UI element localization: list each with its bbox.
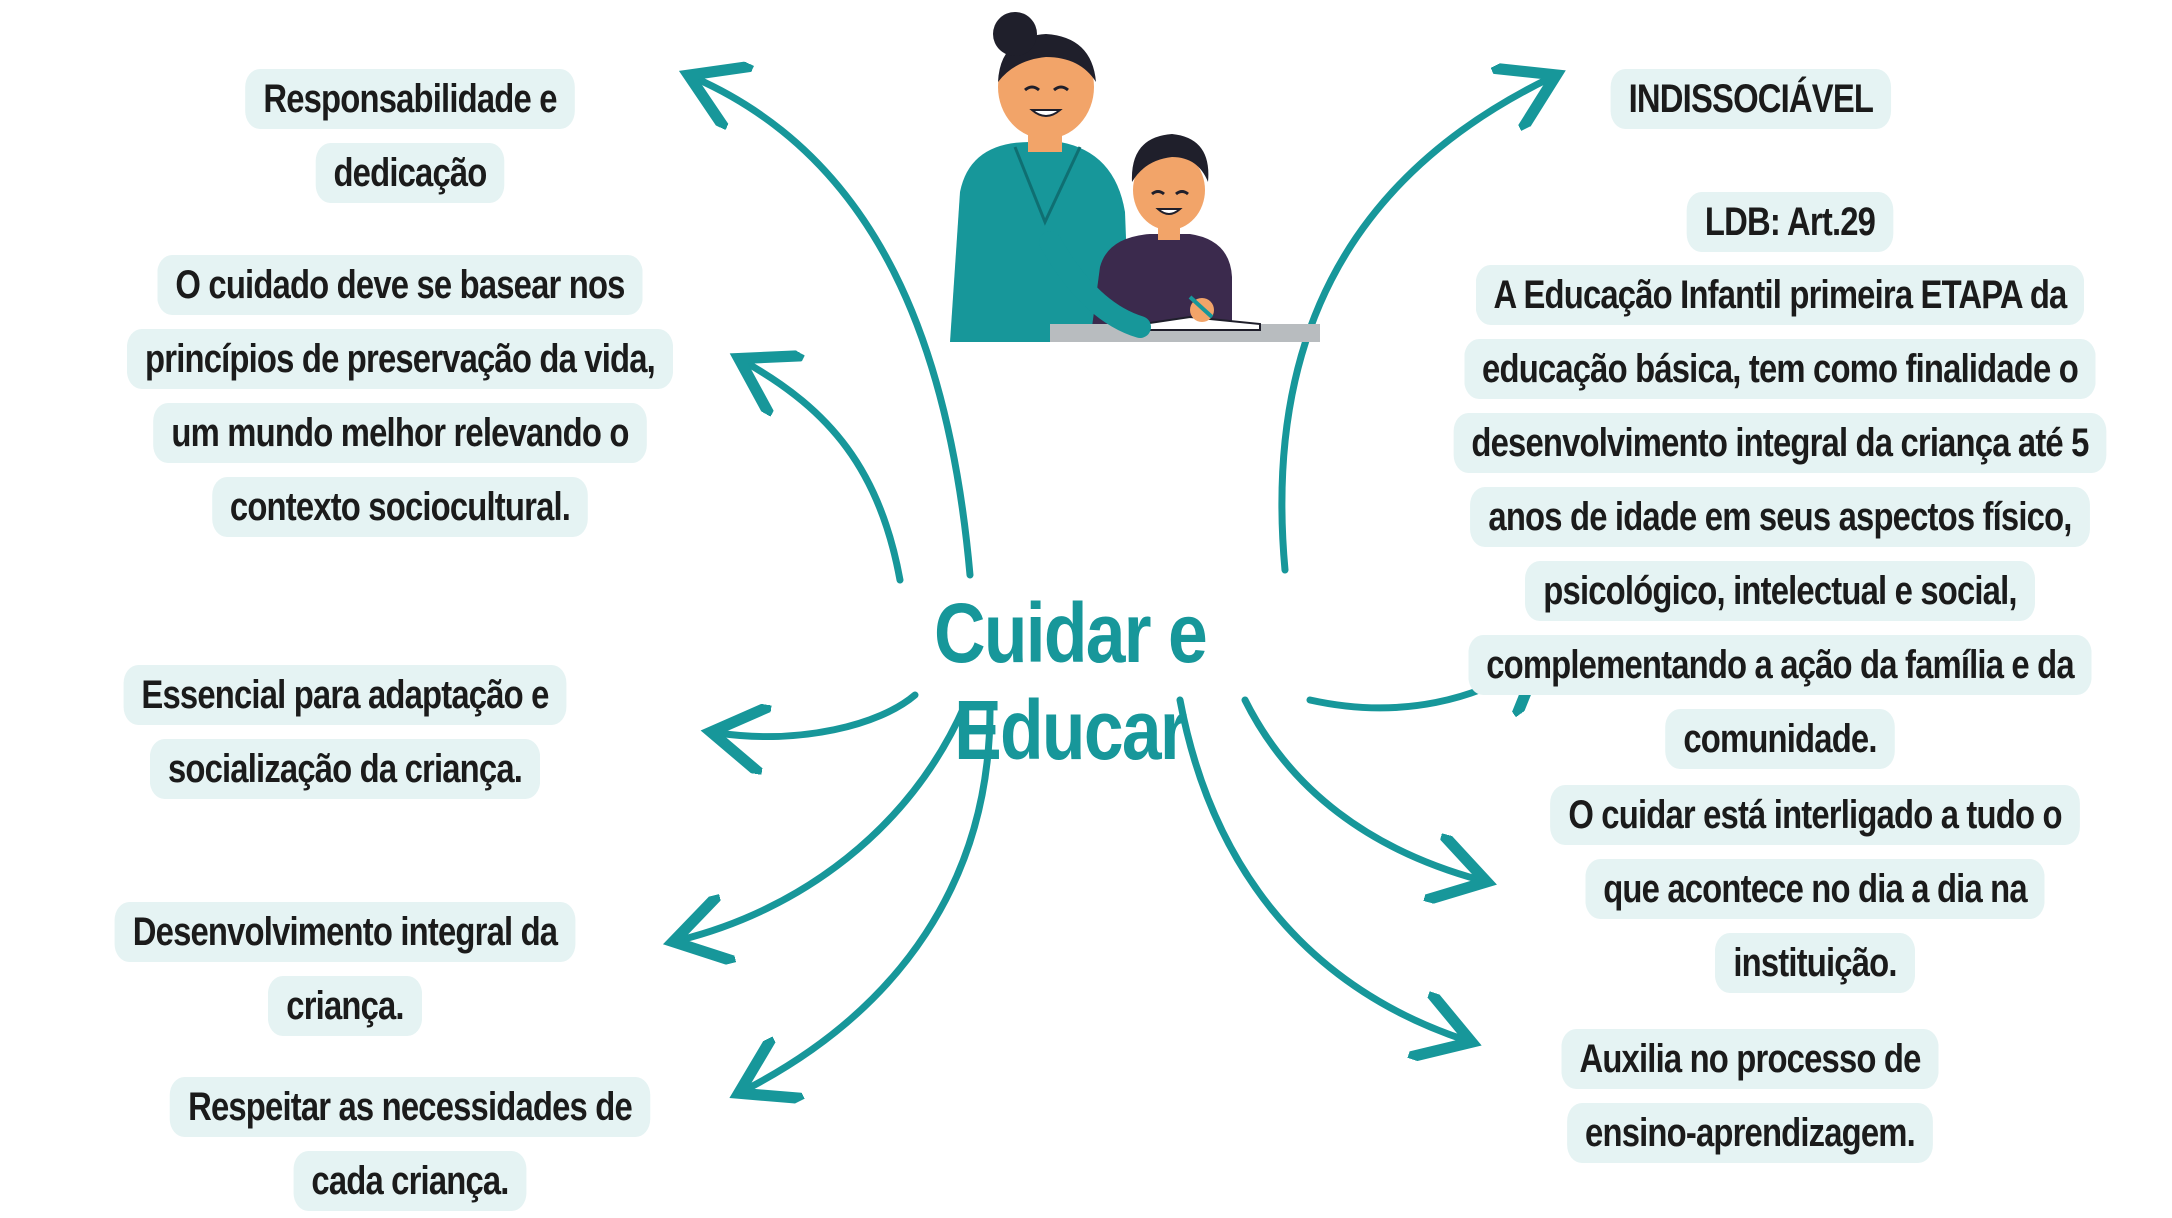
node-ldb-title-text: LDB: Art.29 [1686, 192, 1894, 252]
arrow-to-respeitar [745, 706, 994, 1090]
node-cuidar: O cuidar está interligado a tudo o que a… [1540, 778, 2089, 1000]
node-auxilia: Auxilia no processo de ensino-aprendizag… [1520, 1022, 1979, 1170]
mother-child-illustration [950, 12, 1320, 342]
arrow-to-cuidar [1241, 696, 1480, 880]
arrow-to-auxilia [1176, 696, 1465, 1040]
node-cuidar-text: O cuidar está interligado a tudo o que a… [1550, 785, 2080, 993]
node-cuidado-text: O cuidado deve se basear nos princípios … [127, 255, 673, 537]
node-desenvolvimento: Desenvolvimento integral da criança. [70, 895, 619, 1043]
node-ldb-title: LDB: Art.29 [1667, 185, 1913, 259]
node-ldb-text: A Educação Infantil primeira ETAPA da ed… [1436, 258, 2125, 776]
node-respeitar: Respeitar as necessidades de cada crianç… [156, 1070, 664, 1218]
arrow-to-responsabilidade [695, 78, 974, 579]
node-indissociavel: INDISSOCIÁVEL [1610, 62, 1892, 136]
arrow-to-cuidado [745, 362, 904, 584]
node-essencial-text: Essencial para adaptação e socialização … [123, 665, 567, 799]
node-essencial: Essencial para adaptação e socialização … [62, 658, 628, 806]
node-desenvolvimento-text: Desenvolvimento integral da criança. [114, 902, 576, 1036]
arrow-to-essencial [718, 691, 919, 737]
node-cuidado: O cuidado deve se basear nos princípios … [121, 248, 679, 544]
node-indissociavel-text: INDISSOCIÁVEL [1610, 69, 1892, 129]
node-responsabilidade-text: Responsabilidade e dedicação [245, 69, 575, 203]
node-respeitar-text: Respeitar as necessidades de cada crianç… [170, 1077, 650, 1211]
node-ldb-text-body: A Educação Infantil primeira ETAPA da ed… [1453, 265, 2107, 769]
arrow-to-desenvolvimento [680, 701, 969, 940]
central-title: Cuidar e Educar [933, 586, 1208, 777]
node-auxilia-text: Auxilia no processo de ensino-aprendizag… [1561, 1029, 1939, 1163]
arrow-to-indissociavel [1278, 78, 1550, 574]
node-responsabilidade: Responsabilidade e dedicação [189, 62, 632, 210]
